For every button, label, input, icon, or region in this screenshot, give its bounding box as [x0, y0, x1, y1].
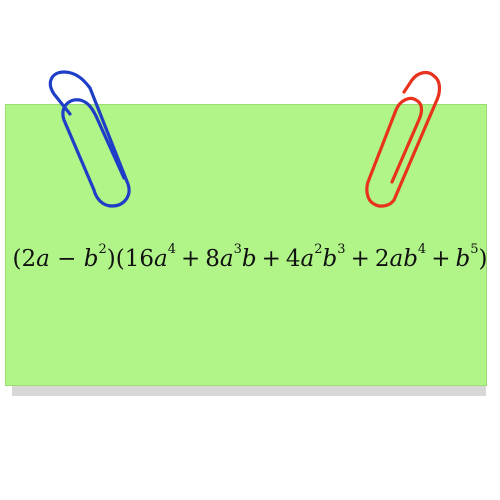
math-expression: (2a − b2)(16a4+8a3b+4a2b3+2ab4+b5)	[12, 242, 488, 272]
red-paperclip-icon	[365, 70, 442, 208]
blue-paperclip-icon	[48, 70, 131, 208]
